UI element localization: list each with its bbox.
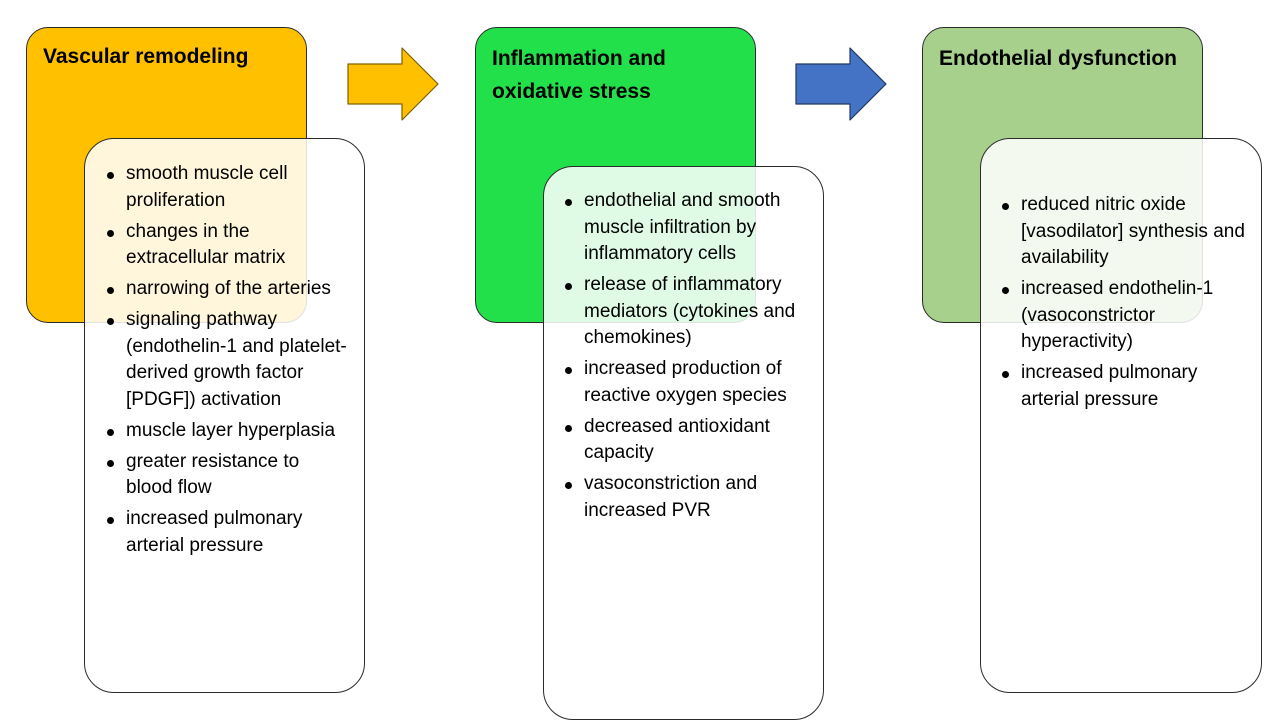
bullet-icon bbox=[565, 367, 572, 374]
bullet-icon bbox=[107, 172, 114, 179]
bullet-icon bbox=[565, 424, 572, 432]
list-item: increased endothelin-1 (vasoconstrictor … bbox=[1002, 276, 1247, 356]
stage-title: Vascular remodeling bbox=[43, 45, 249, 68]
list-item: smooth muscle cell proliferation bbox=[107, 161, 350, 214]
bullet-icon bbox=[107, 318, 114, 325]
bullet-icon bbox=[565, 199, 572, 206]
list-item: increased pulmonary arterial pressure bbox=[107, 506, 350, 559]
list-item: reduced nitric oxide [vasodilator] synth… bbox=[1002, 192, 1247, 272]
bullet-icon bbox=[107, 428, 114, 436]
stage-title: Inflammation and oxidative stress bbox=[492, 47, 666, 103]
bullet-icon bbox=[565, 283, 572, 290]
bullet-icon bbox=[565, 482, 572, 489]
list-item: changes in the extracellular matrix bbox=[107, 219, 350, 272]
bullet-icon bbox=[107, 459, 114, 467]
list-item: narrowing of the arteries bbox=[107, 276, 350, 303]
right-arrow-icon bbox=[347, 47, 439, 121]
bullet-icon bbox=[1002, 287, 1009, 294]
endothelial-dysfunction-details: reduced nitric oxide [vasodilator] synth… bbox=[980, 138, 1262, 693]
bullet-icon bbox=[1002, 203, 1009, 210]
list-item: increased pulmonary arterial pressure bbox=[1002, 360, 1247, 413]
right-arrow-icon bbox=[795, 47, 887, 121]
list-item: vasoconstriction and increased PVR bbox=[565, 471, 809, 524]
list-item: release of inflammatory mediators (cytok… bbox=[565, 272, 809, 352]
list-item: muscle layer hyperplasia bbox=[107, 418, 350, 445]
list-item: decreased antioxidant capacity bbox=[565, 414, 809, 467]
inflammation-details: endothelial and smooth muscle infiltrati… bbox=[543, 166, 824, 720]
bullet-icon bbox=[1002, 371, 1009, 378]
list-item: greater resistance to blood flow bbox=[107, 449, 350, 502]
list-item: signaling pathway (endothelin-1 and plat… bbox=[107, 307, 350, 413]
stage-title: Endothelial dysfunction bbox=[939, 47, 1178, 70]
bullet-icon bbox=[107, 287, 114, 294]
bullet-icon bbox=[107, 517, 114, 524]
vascular-remodeling-details: smooth muscle cell proliferation changes… bbox=[84, 138, 365, 693]
list-item: increased production of reactive oxygen … bbox=[565, 356, 809, 409]
bullet-icon bbox=[107, 229, 114, 237]
list-item: endothelial and smooth muscle infiltrati… bbox=[565, 188, 809, 268]
